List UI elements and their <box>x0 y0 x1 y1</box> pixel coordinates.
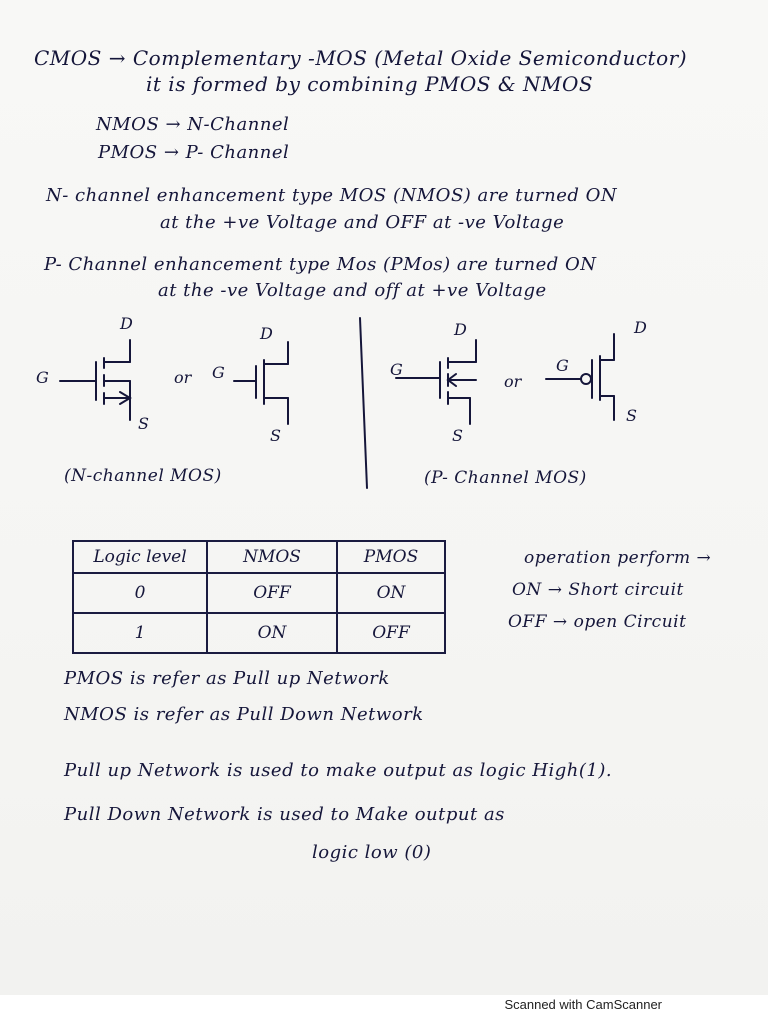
operation-off-note: OFF → open Circuit <box>508 612 687 632</box>
table-cell: 0 <box>72 572 208 614</box>
pmos1-gate-label: G <box>390 360 403 379</box>
n-channel-caption: (N-channel MOS) <box>64 466 222 486</box>
nmos2-source-label: S <box>270 426 281 445</box>
table-cell: OFF <box>206 572 338 614</box>
notebook-page: CMOS → Complementary -MOS (Metal Oxide S… <box>0 0 768 995</box>
table-header-row: Logic level NMOS PMOS <box>72 540 446 574</box>
pullup-purpose-line: Pull up Network is used to make output a… <box>64 760 613 781</box>
nmos2-gate-label: G <box>212 363 225 382</box>
pmos1-drain-label: D <box>454 320 467 339</box>
scanner-watermark: Scanned with CamScanner <box>504 997 662 1012</box>
pulldown-purpose-line: Pull Down Network is used to Make output… <box>64 804 505 825</box>
pchannel-line-1: P- Channel enhancement type Mos (PMos) a… <box>44 254 597 275</box>
nmos-symbol-1 <box>59 339 132 421</box>
pmos2-gate-label: G <box>556 356 569 375</box>
nmos2-drain-label: D <box>260 324 273 343</box>
operation-on-note: ON → Short circuit <box>512 580 684 600</box>
nmos-pulldown-line: NMOS is refer as Pull Down Network <box>64 704 424 725</box>
table-cell: ON <box>336 572 446 614</box>
pmos-definition: PMOS → P- Channel <box>98 142 290 163</box>
operation-heading: operation perform → <box>524 548 712 568</box>
nmos-symbol-2 <box>233 341 289 425</box>
cmos-truth-table: Logic level NMOS PMOS 0 OFF ON 1 ON OFF <box>72 540 446 654</box>
pmos-or-label: or <box>504 372 522 391</box>
cmos-formation: it is formed by combining PMOS & NMOS <box>146 72 594 96</box>
nmos-definition: NMOS → N-Channel <box>96 114 290 135</box>
pchannel-line-2: at the -ve Voltage and off at +ve Voltag… <box>158 280 547 301</box>
p-channel-caption: (P- Channel MOS) <box>424 468 587 488</box>
table-cell: 1 <box>72 612 208 654</box>
header-logic-level: Logic level <box>72 540 208 574</box>
mosfet-symbols-diagram <box>59 317 615 489</box>
table-cell: OFF <box>336 612 446 654</box>
table-cell: ON <box>206 612 338 654</box>
nchannel-line-2: at the +ve Voltage and OFF at -ve Voltag… <box>160 212 565 233</box>
pmos1-source-label: S <box>452 426 463 445</box>
nmos-or-label: or <box>174 368 192 387</box>
nmos1-gate-label: G <box>36 368 49 387</box>
pmos2-drain-label: D <box>634 318 647 337</box>
pmos2-source-label: S <box>626 406 637 425</box>
nchannel-line-1: N- channel enhancement type MOS (NMOS) a… <box>46 185 618 206</box>
pmos-symbol-2 <box>545 333 615 421</box>
pmos-symbol-1 <box>395 339 477 425</box>
cmos-definition: CMOS → Complementary -MOS (Metal Oxide S… <box>34 46 687 70</box>
header-pmos: PMOS <box>336 540 446 574</box>
nmos1-source-label: S <box>138 414 149 433</box>
pmos-pullup-line: PMOS is refer as Pull up Network <box>64 668 390 689</box>
header-nmos: NMOS <box>206 540 338 574</box>
scanner-footer: Scanned with CamScanner <box>0 995 768 1024</box>
table-row: 1 ON OFF <box>72 612 446 654</box>
pulldown-purpose-line-2: logic low (0) <box>312 842 432 863</box>
nmos1-drain-label: D <box>120 314 133 333</box>
table-row: 0 OFF ON <box>72 572 446 614</box>
diagram-divider <box>359 317 368 489</box>
